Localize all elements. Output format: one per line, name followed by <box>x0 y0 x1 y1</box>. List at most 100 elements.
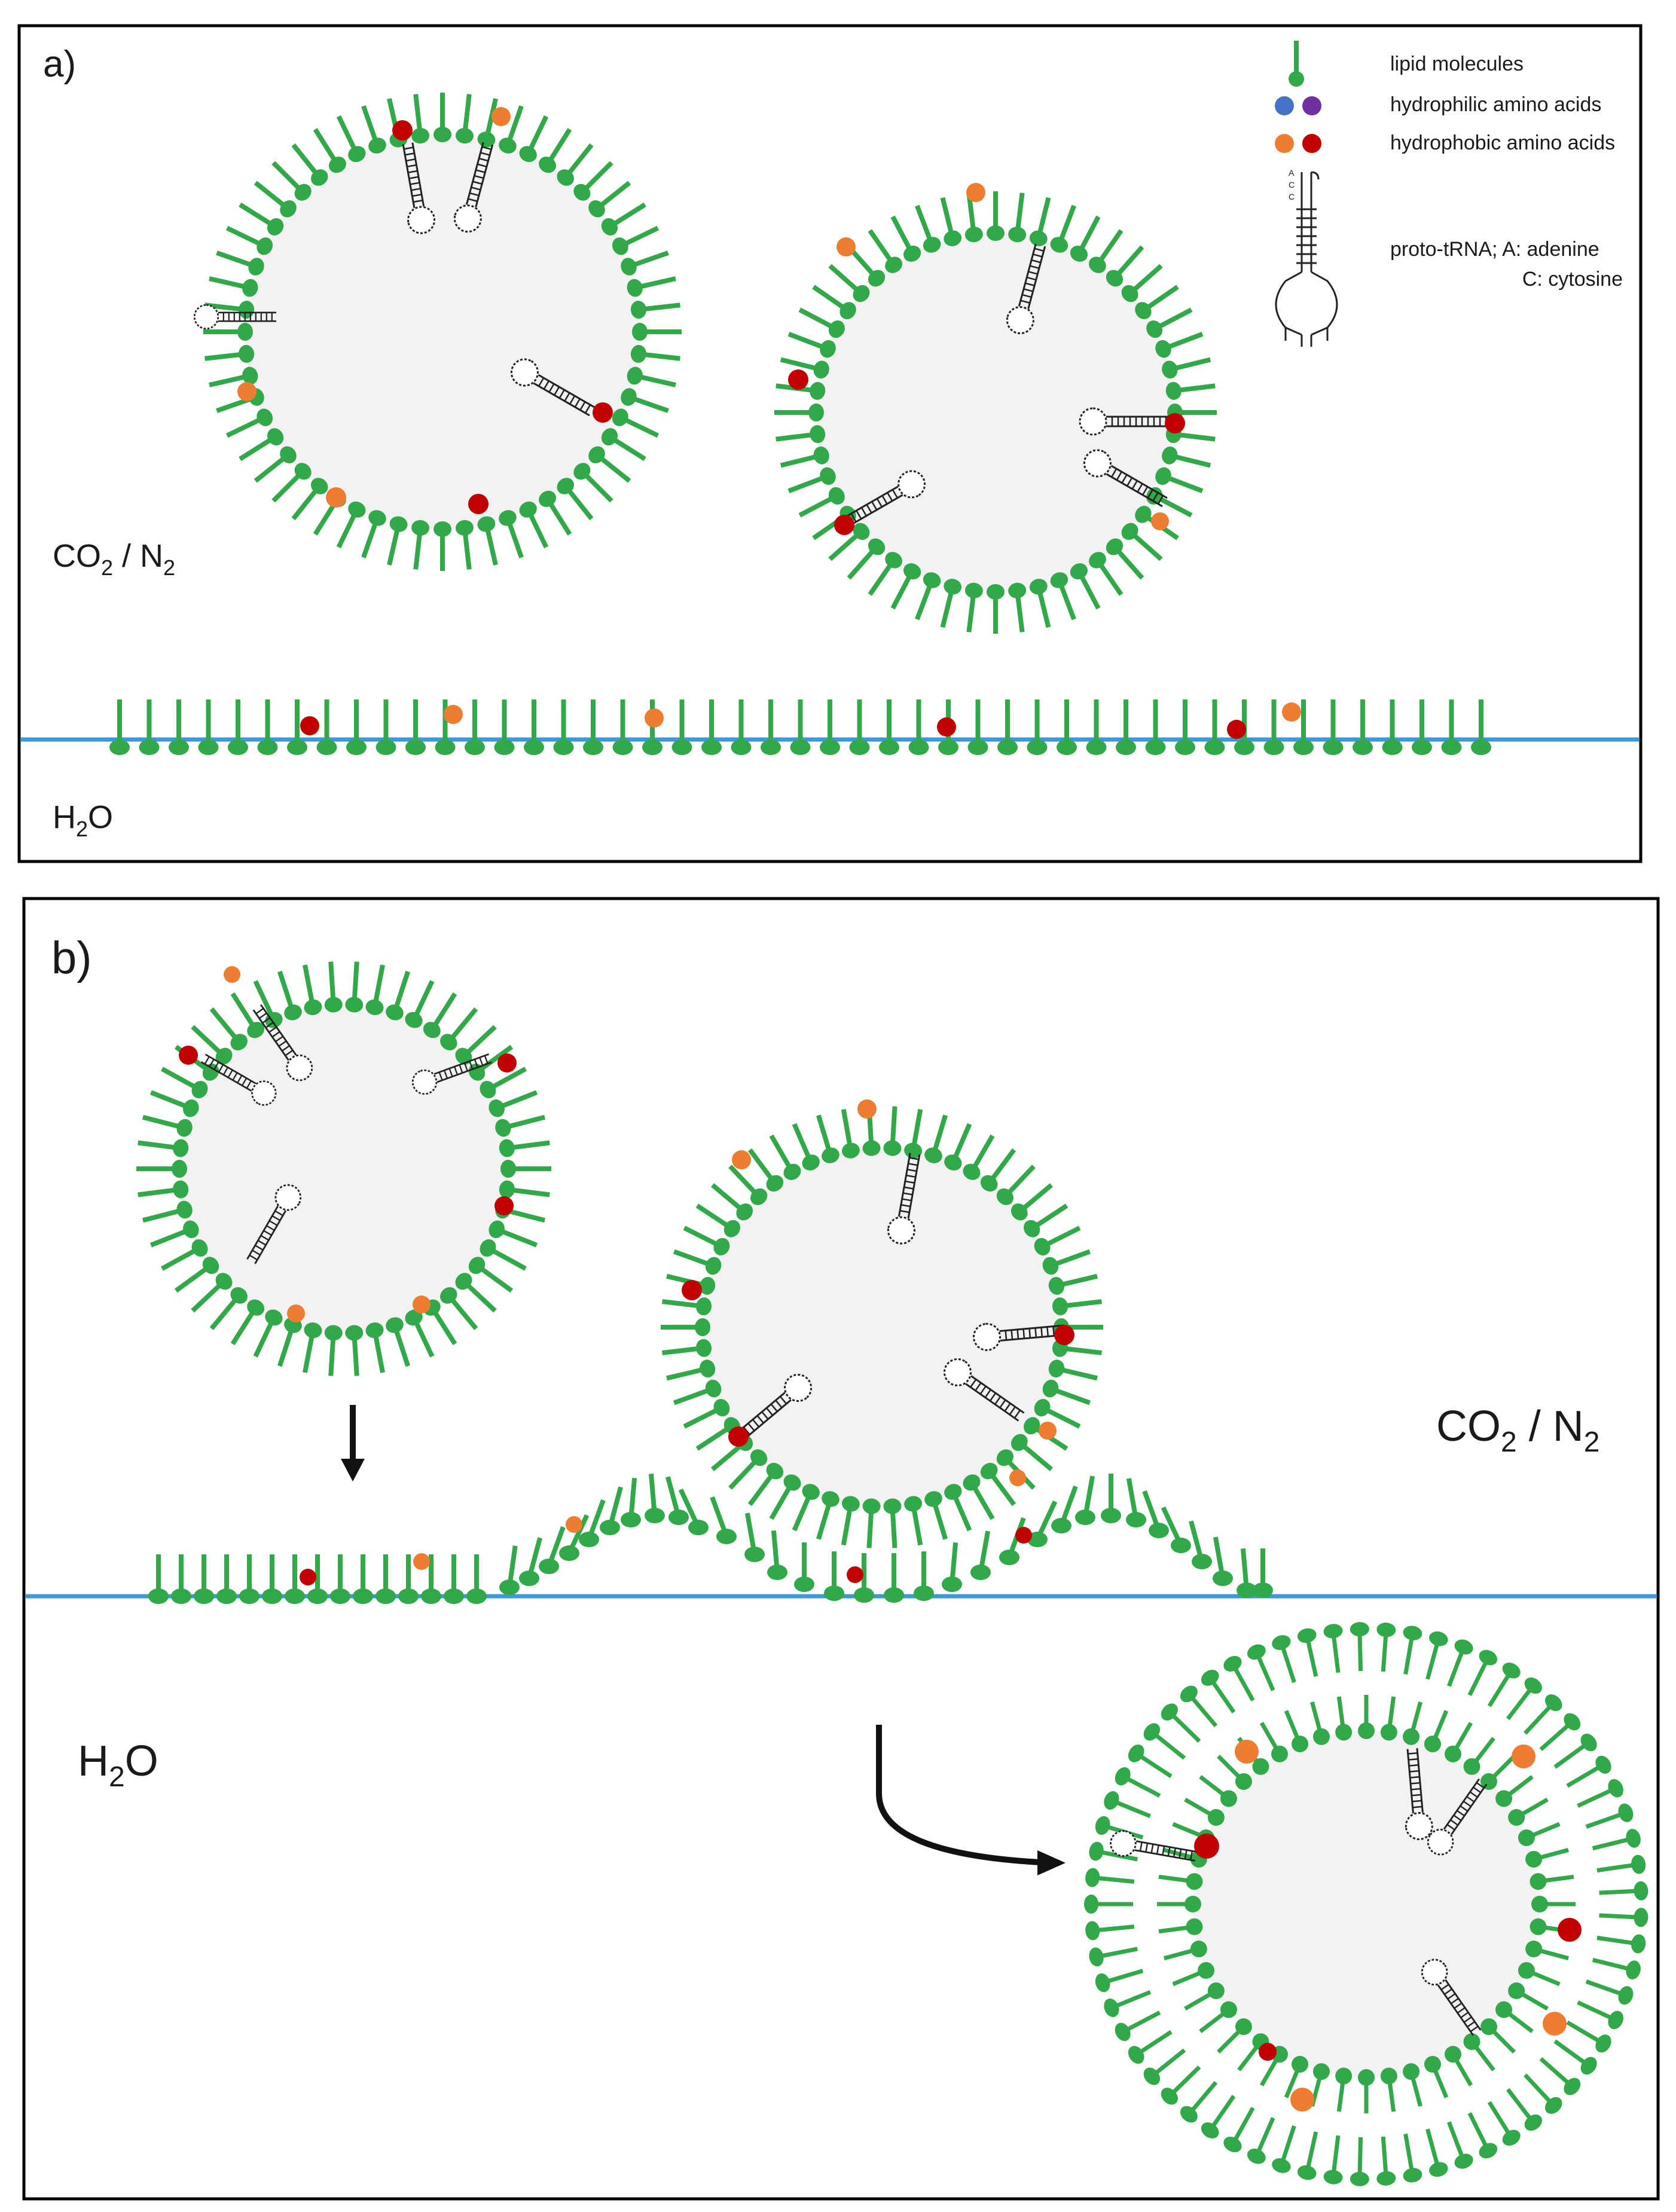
lipid-head <box>1034 1238 1051 1255</box>
lipid-head <box>716 1529 737 1544</box>
lipid-head <box>723 1220 740 1238</box>
lipid-head <box>242 279 258 297</box>
lipid-head <box>173 1139 189 1157</box>
panel-b-frame <box>22 897 1660 2201</box>
lipid-head <box>627 279 643 297</box>
vesicle-b-bilayer <box>1084 1622 1648 2186</box>
inner-lipid-head <box>1424 2055 1441 2073</box>
lipid-head <box>345 1325 364 1341</box>
lipid-head <box>109 740 130 755</box>
outer-lipid-head <box>1626 1960 1641 1979</box>
lipid-head <box>1382 740 1403 755</box>
lipid-head <box>345 997 364 1013</box>
panel-a-gas-label: CO2 / N2 <box>53 538 175 580</box>
inner-lipid-head <box>1207 1809 1225 1826</box>
legend-hydrophobic-label: hydrophobic amino acids <box>1390 132 1615 154</box>
lipid-head <box>172 1160 187 1178</box>
lipid-head <box>996 1188 1013 1205</box>
lipid-head <box>1052 1297 1069 1316</box>
lipid-head <box>1471 740 1491 755</box>
lipid-head <box>539 490 557 508</box>
outer-lipid-head <box>1085 1921 1100 1941</box>
lipid-head <box>1234 740 1254 755</box>
hydrophobic-red <box>834 515 854 535</box>
lipid-head <box>559 1545 579 1561</box>
legend: lipid molecules hydrophilic amino acids … <box>1275 41 1623 347</box>
lipid-head <box>477 516 496 532</box>
vesicle-b-fusing <box>661 1106 1103 1548</box>
lipid-head <box>557 169 575 186</box>
lipid-head <box>499 138 517 154</box>
lipid-head <box>996 1449 1013 1466</box>
outer-lipid-head <box>1403 1626 1422 1640</box>
hydrophobic-orange <box>413 1296 431 1313</box>
lipid-head <box>885 552 902 569</box>
outer-lipid-head <box>1297 1628 1317 1643</box>
lipid-head <box>853 285 870 303</box>
inner-lipid-head <box>1530 1873 1547 1890</box>
lipid-head <box>1070 563 1088 580</box>
lipid-head <box>468 1257 486 1274</box>
lipid-head <box>627 366 643 385</box>
lipid-head <box>1135 302 1152 319</box>
outer-lipid-head <box>1479 1649 1498 1666</box>
hydrophobic-red <box>300 1569 316 1585</box>
outer-lipid-head <box>1143 2067 1161 2085</box>
lipid-head <box>202 1257 219 1274</box>
lipid-head <box>904 1496 923 1512</box>
lipid-head <box>557 478 575 494</box>
lipid-head <box>499 510 517 526</box>
lipid-head <box>1027 1532 1048 1547</box>
lipid-head <box>621 388 637 406</box>
outer-lipid-head <box>1524 1677 1542 1694</box>
outer-lipid-head <box>1297 2165 1317 2180</box>
lipid-head <box>215 1273 233 1290</box>
lipid-head <box>813 446 829 465</box>
outer-lipid-head <box>1376 1623 1396 1637</box>
lipid-head <box>1057 740 1077 755</box>
lipid-head <box>1051 1518 1071 1533</box>
lipid-head <box>767 1565 787 1580</box>
lipid-head <box>883 1140 902 1156</box>
hydrophobic-red <box>392 120 413 140</box>
outer-lipid-head <box>1128 2046 1144 2064</box>
outer-lipid-head <box>1618 1803 1634 1822</box>
vesicle-a-left <box>203 93 682 571</box>
hydrophobic-red <box>1227 720 1246 739</box>
lipid-head <box>924 1491 942 1507</box>
lipid-head <box>783 1163 801 1180</box>
lipid-head <box>1116 740 1136 755</box>
lipid-head <box>701 740 722 755</box>
downward-arrow <box>341 1405 365 1481</box>
outer-lipid-head <box>1403 2168 1422 2183</box>
lipid-head <box>1008 582 1027 598</box>
lipid-head <box>267 218 284 236</box>
vesicle-lumen <box>816 233 1175 592</box>
lipid-head <box>524 740 544 755</box>
outer-lipid-head <box>1085 1868 1100 1887</box>
lipid-head <box>612 740 633 755</box>
lipid-head <box>1089 552 1106 569</box>
lipid-head <box>612 408 628 426</box>
lipid-head <box>176 1200 193 1219</box>
panel-a-frame <box>17 24 1643 863</box>
inner-lipid-head <box>1220 2001 1237 2018</box>
lipid-head <box>885 256 902 273</box>
legend-lipid-label: lipid molecules <box>1390 53 1524 75</box>
hydrophobic-orange <box>1290 2088 1314 2112</box>
inner-lipid-head <box>1495 1790 1513 1807</box>
inner-lipid-head <box>1525 1941 1543 1958</box>
lipid-head <box>1175 740 1195 755</box>
lipid-head <box>239 1588 260 1604</box>
lipid-head <box>495 1119 511 1137</box>
lipid-head <box>699 1276 716 1295</box>
lipid-head <box>573 184 591 201</box>
lipid-head <box>632 323 648 341</box>
lipid-head <box>668 1510 689 1525</box>
lipid-head <box>642 740 663 755</box>
lipid-head <box>699 1359 716 1378</box>
lipid-head <box>1050 572 1069 588</box>
monolayer-a <box>109 699 1491 755</box>
inner-lipid-head <box>1271 1745 1288 1762</box>
